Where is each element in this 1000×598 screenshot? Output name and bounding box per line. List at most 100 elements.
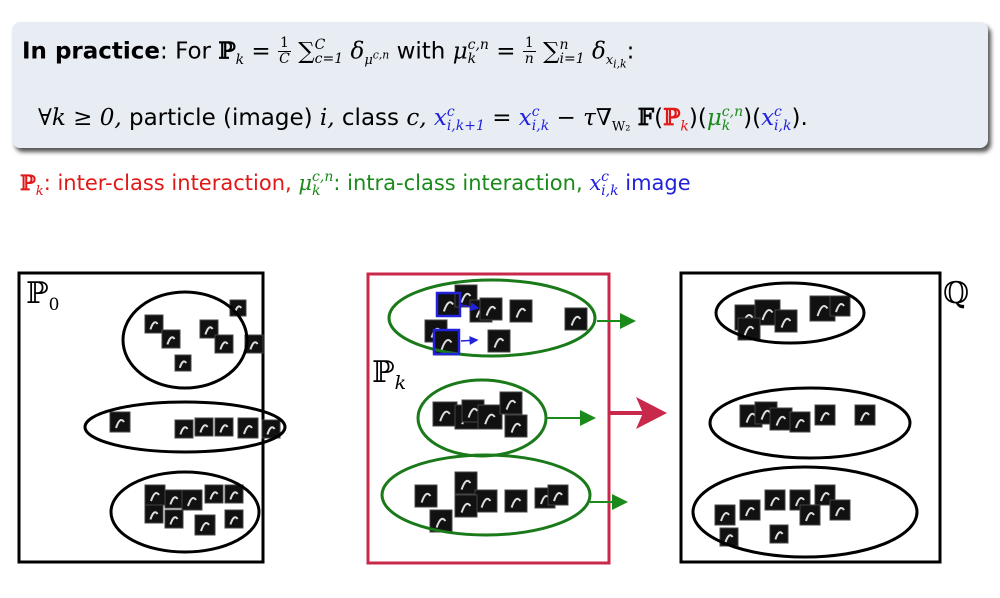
math: k xyxy=(467,50,477,67)
image-thumbnail xyxy=(547,484,569,506)
math: μ xyxy=(706,105,722,131)
math: n xyxy=(524,51,534,68)
target-distribution-box xyxy=(679,271,942,564)
math: μ xyxy=(452,38,468,65)
p0-label: ℙ0 xyxy=(26,276,59,315)
image-stroke xyxy=(795,497,805,507)
image-stroke xyxy=(493,337,505,348)
image-stroke xyxy=(249,341,259,350)
math: c=1 xyxy=(314,50,344,67)
image-stroke xyxy=(795,419,805,429)
right-class-ellipses xyxy=(691,281,919,559)
math: c,n xyxy=(372,48,390,62)
image-thumbnail xyxy=(829,295,851,317)
math: i=1 xyxy=(559,50,585,67)
math: μ xyxy=(364,52,373,68)
class-ellipse xyxy=(83,400,287,454)
inter-class-label: inter-class interaction, xyxy=(57,171,292,195)
image-stroke xyxy=(266,426,276,435)
particle-move-arrow xyxy=(460,335,479,345)
math: c,n xyxy=(721,103,744,120)
image-stroke xyxy=(440,339,453,351)
class-ellipse xyxy=(109,470,261,554)
math: x xyxy=(589,171,602,195)
image-thumbnail xyxy=(432,401,458,427)
image-stroke xyxy=(439,410,451,422)
image-thumbnail xyxy=(504,414,528,438)
image-thumbnail xyxy=(737,317,761,341)
image-stroke xyxy=(480,497,492,508)
class-ellipse xyxy=(387,278,597,358)
class-ellipse xyxy=(121,290,249,390)
math: c,n xyxy=(312,169,334,185)
math: = xyxy=(496,38,516,65)
math: k xyxy=(680,118,689,135)
math: 𝔽 xyxy=(637,104,655,131)
image-stroke xyxy=(460,479,472,490)
image-thumbnail xyxy=(739,499,761,521)
image-thumbnail xyxy=(474,489,498,513)
math: ∑ xyxy=(298,38,315,65)
text: with xyxy=(396,38,453,65)
image-thumbnail xyxy=(181,489,203,511)
math: 1 xyxy=(278,35,291,53)
image-stroke xyxy=(149,511,159,520)
math: k xyxy=(235,51,245,68)
image-stroke xyxy=(835,507,845,517)
math: = xyxy=(492,105,512,131)
math: ℙ xyxy=(372,355,395,390)
image-thumbnail xyxy=(237,417,259,439)
math: ℙ xyxy=(218,37,236,65)
math: c,n xyxy=(467,36,489,53)
image-stroke xyxy=(219,341,229,350)
image-stroke xyxy=(187,497,197,507)
pk-label: ℙk xyxy=(372,355,406,394)
image-stroke xyxy=(442,301,454,312)
image-thumbnail xyxy=(854,404,876,426)
image-thumbnail xyxy=(479,297,503,321)
image-stroke xyxy=(460,502,472,513)
image-stroke xyxy=(243,425,253,435)
math: x xyxy=(518,105,532,131)
image-stroke xyxy=(204,326,214,335)
image-stroke xyxy=(860,412,870,422)
left-class-ellipses xyxy=(83,290,287,554)
image-stroke xyxy=(169,496,179,505)
math: μ xyxy=(298,171,313,195)
math: c xyxy=(531,103,540,120)
math: c xyxy=(601,169,609,185)
particle-highlight xyxy=(432,328,461,356)
image-thumbnail xyxy=(144,484,166,506)
image-stroke xyxy=(570,315,582,326)
image-stroke xyxy=(115,419,125,429)
image-thumbnail xyxy=(774,309,798,333)
image-thumbnail xyxy=(799,504,821,526)
math: 1 xyxy=(522,35,536,53)
image-stroke xyxy=(515,307,527,318)
image-stroke xyxy=(835,303,845,313)
particle-highlight xyxy=(435,291,462,318)
math: n xyxy=(559,36,569,53)
math: i,k xyxy=(531,117,550,134)
image-stroke xyxy=(775,415,787,426)
image-stroke xyxy=(460,292,472,303)
math: δ xyxy=(350,38,365,65)
class-ellipse xyxy=(380,453,592,537)
text: : For xyxy=(160,38,219,65)
class-ellipse xyxy=(714,281,866,345)
math: c xyxy=(446,103,455,120)
class-ellipse xyxy=(691,465,919,559)
image-thumbnail xyxy=(109,411,131,433)
math: δ xyxy=(591,38,606,65)
text: class xyxy=(341,105,407,131)
image-stroke xyxy=(780,317,792,328)
image-thumbnail xyxy=(509,299,533,323)
